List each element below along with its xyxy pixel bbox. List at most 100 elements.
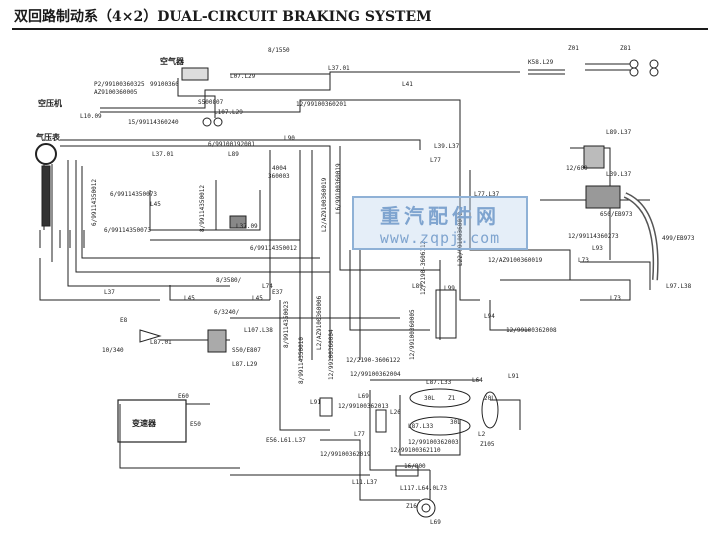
part-label: 12/99100362110 xyxy=(390,447,441,454)
part-label: 6/99100192001 xyxy=(208,141,255,148)
part-label: L107.L29 xyxy=(214,109,243,116)
part-label: L37.01 xyxy=(328,65,350,72)
part-label: 99100360 xyxy=(150,81,179,88)
part-label: 30L xyxy=(424,395,435,402)
part-label: 4004 xyxy=(272,165,287,172)
part-label: 12/99100362003 xyxy=(408,439,459,446)
part-label: 10/340 xyxy=(102,347,124,354)
air-tank-30l-2 xyxy=(409,416,471,436)
part-label: 12/AZ9100360019 xyxy=(488,257,543,264)
part-label: L45 xyxy=(150,201,161,208)
part-label: L107.L38 xyxy=(244,327,273,334)
part-label: E8 xyxy=(120,317,128,324)
part-label: L41 xyxy=(402,81,413,88)
part-label: 360003 xyxy=(268,173,290,180)
air-gauge-label: 气压表 xyxy=(35,132,61,142)
part-label: L39.L37 xyxy=(606,171,632,178)
part-label: Z1 xyxy=(448,395,456,402)
part-label: E50 xyxy=(190,421,201,428)
part-label: 15/99114360240 xyxy=(128,119,179,126)
part-label: 499/EB973 xyxy=(662,235,695,242)
part-label: L37.01 xyxy=(152,151,174,158)
gauge-stem xyxy=(41,165,51,227)
part-label: L89 xyxy=(228,151,239,158)
part-label: L37.09 xyxy=(236,223,258,230)
part-label: 20L xyxy=(484,395,495,402)
dryer-block xyxy=(583,145,605,169)
part-label: L64 xyxy=(472,377,483,384)
part-label: L69 xyxy=(430,519,441,526)
air-tank-20l xyxy=(481,391,499,429)
part-label: 12/600 xyxy=(566,165,588,172)
part-label: 12/2190-3606122 xyxy=(346,357,401,364)
page-title: 双回路制动系（4×2）DUAL-CIRCUIT BRAKING SYSTEM xyxy=(14,9,432,25)
part-label: K58.L29 xyxy=(528,59,554,66)
part-label: L73 xyxy=(610,295,621,302)
part-label: 650/EB973 xyxy=(600,211,633,218)
part-label: L26 xyxy=(390,409,401,416)
part-label: L39.L37 xyxy=(434,143,460,150)
title-underline xyxy=(12,28,708,30)
part-label: 12/99100362004 xyxy=(350,371,401,378)
component-labels: 空气器 空压机 气压表 变速器 xyxy=(35,56,185,428)
part-label: 12/2190-3606112 xyxy=(420,240,427,295)
part-label: 6/3240/ xyxy=(214,309,240,316)
brake-chamber-icon xyxy=(416,498,436,518)
part-label: L90 xyxy=(284,135,295,142)
part-label: L2/AZ9100360006 xyxy=(316,295,323,350)
air-gauge-icon xyxy=(35,143,57,165)
part-label: 6/99114350073 xyxy=(104,227,151,234)
part-label: L10.09 xyxy=(80,113,102,120)
part-label: 12/99100360005 xyxy=(409,309,416,360)
part-label: L97.L38 xyxy=(666,283,692,290)
part-label: L6/99100360019 xyxy=(335,163,342,214)
part-label: L99 xyxy=(444,285,455,292)
part-label: L2 xyxy=(478,431,486,438)
part-label: L91 xyxy=(508,373,519,380)
part-label: L87.L33 xyxy=(426,379,452,386)
compressor-label: 空压机 xyxy=(38,98,62,108)
components xyxy=(35,59,659,518)
valve-block xyxy=(207,329,227,353)
part-label: L91 xyxy=(310,399,321,406)
part-label: L74 xyxy=(262,283,273,290)
part-label: 16/800 xyxy=(404,463,426,470)
watermark-url: www.zqpj.com xyxy=(379,228,501,247)
part-labels: 8/1550 L37.01 L07.L29 L41 K58.L29 Z01 Z8… xyxy=(80,45,695,526)
transmission-label: 变速器 xyxy=(132,418,157,428)
part-label: L87.01 xyxy=(150,339,172,346)
part-label: 8/99114350023 xyxy=(283,301,290,348)
part-label: L89 xyxy=(412,283,423,290)
watermark-title: 重汽配件网 xyxy=(380,203,500,228)
part-label: L37 xyxy=(104,289,115,296)
part-label: L77 xyxy=(430,157,441,164)
part-label: E37 xyxy=(272,289,283,296)
part-label: Z16 xyxy=(406,503,417,510)
pipe-lines xyxy=(39,63,651,501)
part-label: 30L xyxy=(450,419,461,426)
part-label: L45 xyxy=(184,295,195,302)
part-label: 8/1550 xyxy=(268,47,290,54)
part-label: E60 xyxy=(178,393,189,400)
part-label: L94 xyxy=(484,313,495,320)
part-label: L117.L64.0L73 xyxy=(400,485,447,492)
part-label: 8/3580/ xyxy=(216,277,242,284)
part-label: 12/99100362008 xyxy=(506,327,557,334)
air-tank-30l-1 xyxy=(409,388,471,408)
part-label: 12/99114360273 xyxy=(568,233,619,240)
part-label: L89.L37 xyxy=(606,129,632,136)
part-label: L93 xyxy=(592,245,603,252)
part-label: S500807 xyxy=(198,99,224,106)
part-label: 8/99114350010 xyxy=(298,337,305,384)
air-compressor-label: 空气器 xyxy=(160,56,185,66)
part-label: 6/99114350012 xyxy=(250,245,297,252)
part-label: Z81 xyxy=(620,45,631,52)
part-label: L73 xyxy=(578,257,589,264)
part-label: Z01 xyxy=(568,45,579,52)
part-label: Z105 xyxy=(480,441,495,448)
transmission-box xyxy=(117,399,187,443)
part-label: L87.L29 xyxy=(232,361,258,368)
part-label: L2/AZ9100360019 xyxy=(321,177,328,232)
part-label: S50/E807 xyxy=(232,347,261,354)
